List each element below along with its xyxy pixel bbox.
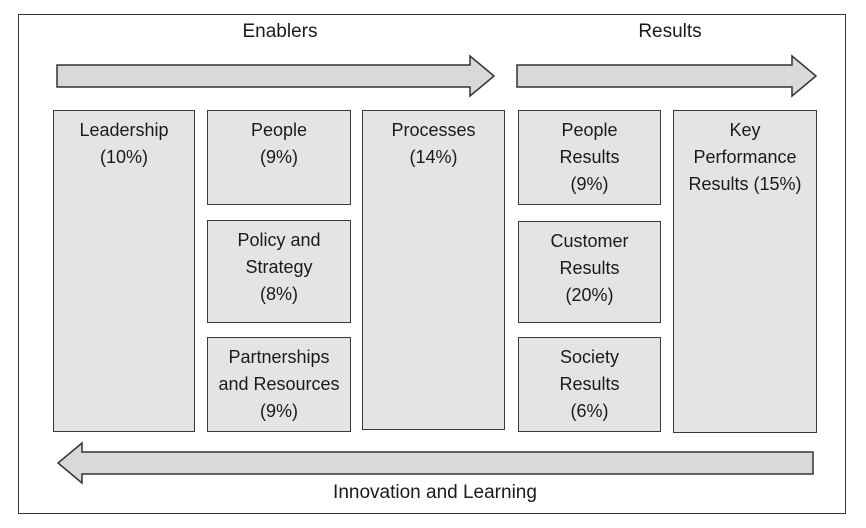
policy-weight: (8%): [259, 284, 298, 304]
processes-weight: (14%): [409, 147, 458, 167]
leadership-weight: (10%): [99, 147, 148, 167]
key-performance-label-line3: Results (15%): [688, 174, 802, 194]
policy-label-line2: Strategy: [245, 257, 313, 277]
people-results-label-line1: People: [561, 120, 618, 140]
leadership-label: Leadership: [79, 120, 169, 140]
innovation-learning-label: Innovation and Learning: [333, 482, 537, 503]
key-performance-label-line1: Key: [729, 120, 761, 140]
enablers-arrow: [56, 54, 496, 98]
results-header: Results: [638, 21, 702, 42]
partnerships-resources-box: Partnerships and Resources (9%): [207, 337, 351, 432]
key-performance-label-line2: Performance: [693, 147, 797, 167]
key-performance-results-box: Key Performance Results (15%): [673, 110, 817, 433]
enablers-header: Enablers: [242, 21, 318, 42]
leadership-box: Leadership (10%): [53, 110, 195, 432]
partnerships-weight: (9%): [259, 401, 298, 421]
people-results-box: People Results (9%): [518, 110, 661, 205]
society-results-label-line2: Results: [559, 374, 620, 394]
results-arrow: [516, 54, 818, 98]
customer-results-label-line1: Customer: [550, 231, 629, 251]
people-results-label-line2: Results: [559, 147, 620, 167]
people-label: People: [250, 120, 308, 140]
people-box: People (9%): [207, 110, 351, 205]
society-results-label-line1: Society: [559, 347, 620, 367]
customer-results-box: Customer Results (20%): [518, 221, 661, 323]
customer-results-weight: (20%): [565, 285, 614, 305]
customer-results-label-line2: Results: [559, 258, 620, 278]
policy-strategy-box: Policy and Strategy (8%): [207, 220, 351, 323]
partnerships-label-line1: Partnerships: [228, 347, 330, 367]
people-weight: (9%): [259, 147, 298, 167]
processes-label: Processes: [391, 120, 476, 140]
partnerships-label-line2: and Resources: [218, 374, 340, 394]
people-results-weight: (9%): [570, 174, 609, 194]
processes-box: Processes (14%): [362, 110, 505, 430]
policy-label-line1: Policy and: [237, 230, 321, 250]
society-results-weight: (6%): [570, 401, 609, 421]
innovation-learning-arrow: [56, 441, 814, 485]
society-results-box: Society Results (6%): [518, 337, 661, 432]
